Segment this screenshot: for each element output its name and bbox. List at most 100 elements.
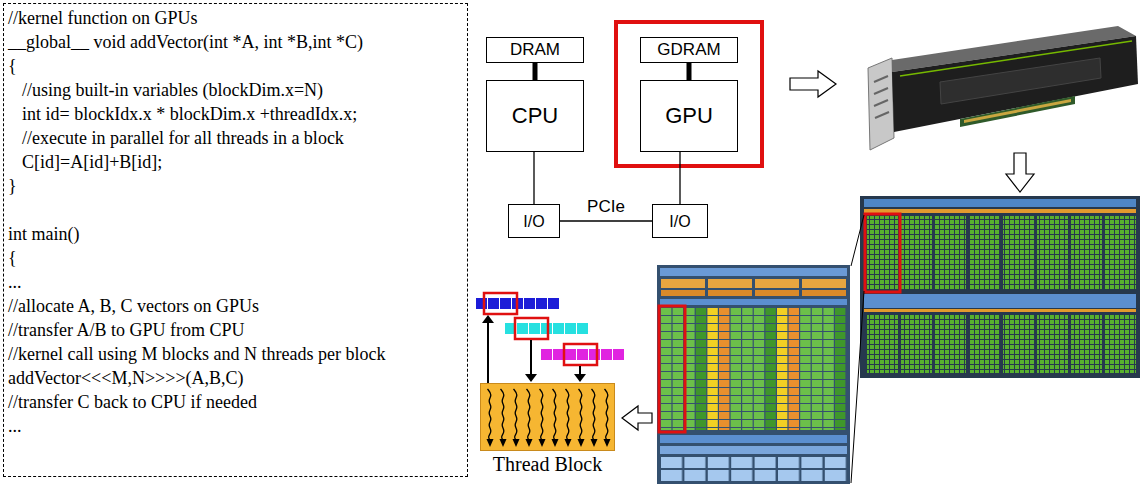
memory-box: DRAM: [486, 37, 584, 63]
data-arrow: [530, 340, 532, 375]
sm-tile: [1037, 216, 1068, 290]
thread-arrow: [527, 389, 530, 440]
dispatch-block: [708, 290, 752, 296]
hollow-arrow: [622, 406, 652, 430]
thread-arrow: [514, 389, 517, 440]
arrow-head: [578, 439, 585, 447]
core-column: [777, 308, 787, 430]
box-label: I/O: [523, 212, 544, 231]
sm-tile: [1105, 315, 1136, 373]
code-panel: //kernel function on GPUs__global__ void…: [3, 3, 468, 477]
arrow-head: [500, 439, 507, 447]
thread-arrow: [488, 389, 491, 440]
code-line: //using built-in variables (blockDim.x=N…: [8, 78, 463, 102]
sm-tile: [969, 315, 1000, 373]
hollow-arrow: [790, 71, 836, 97]
thread-arrow: [579, 389, 582, 440]
die-band: [864, 199, 1136, 207]
io-box: I/O: [652, 204, 708, 238]
arrow-head: [552, 439, 559, 447]
thread-arrow: [501, 389, 504, 440]
scheduler-block: [802, 279, 846, 288]
scheduler-block: [661, 279, 705, 288]
register-band: [660, 299, 847, 305]
core-column: [661, 308, 671, 430]
box-label: GPU: [665, 103, 713, 129]
sm-band: [660, 268, 847, 276]
zoom-line: [851, 291, 864, 483]
bracket-vent: [874, 100, 888, 106]
shared-memory-band: [660, 446, 847, 454]
core-column: [835, 308, 845, 430]
box-label: I/O: [669, 212, 690, 231]
sm-tile: [969, 216, 1000, 290]
card-pcb: [960, 96, 1075, 127]
scheduler-block: [708, 279, 752, 288]
arrow-head: [604, 439, 611, 447]
arrow-head: [565, 439, 572, 447]
highlight-frame: [484, 293, 517, 314]
interconnect-band: [660, 435, 847, 443]
tex-row: [661, 457, 847, 481]
core-column: [742, 308, 752, 430]
arrow-head: [525, 374, 537, 382]
highlight-frame: [515, 318, 548, 339]
bracket-vent: [875, 112, 889, 118]
memory-box: GDRAM: [640, 37, 738, 63]
sm-tile: [867, 315, 898, 373]
dispatch-block: [755, 290, 799, 296]
sm-tile: [1003, 216, 1034, 290]
code-line: __global__ void addVector(int *A, int *B…: [8, 30, 463, 54]
code-line: addVector<<<M,N>>>>(A,B,C): [8, 366, 463, 390]
arrow-head: [539, 439, 546, 447]
core-column: [731, 308, 741, 430]
core-column: [696, 308, 706, 430]
die-band: [864, 309, 1136, 312]
card-plate: [940, 58, 1101, 104]
box-label: GDRAM: [657, 40, 720, 60]
arrow-head: [591, 439, 598, 447]
sm-tile: [1037, 315, 1068, 373]
highlight-frame: [865, 214, 900, 292]
core-column: [789, 308, 799, 430]
arrow-head: [574, 374, 586, 382]
highlight-frame: [659, 306, 685, 432]
thread-arrow: [553, 389, 556, 440]
die-band: [864, 209, 1136, 213]
arrow-head: [487, 439, 494, 447]
connector-label: PCIe: [585, 197, 627, 217]
thread-arrow: [566, 389, 569, 440]
code-line: ...: [8, 270, 463, 294]
box-label: CPU: [512, 103, 558, 129]
sm-tile: [1071, 315, 1102, 373]
highlight-frame: [616, 22, 762, 166]
code-line: //transfer C back to CPU if needed: [8, 390, 463, 414]
connector-line: [687, 63, 692, 81]
core-column: [707, 308, 717, 430]
processor-box: GPU: [640, 80, 738, 152]
arrow-head: [482, 315, 494, 323]
data-arrow: [579, 366, 581, 375]
processor-box: CPU: [486, 80, 584, 152]
sm-tile: [1071, 216, 1102, 290]
sm-tile: [1105, 216, 1136, 290]
sm-tile: [935, 315, 966, 373]
arrow-head: [513, 439, 520, 447]
sm-tile: [901, 315, 932, 373]
code-line: }: [8, 174, 463, 198]
zoom-line: [851, 215, 864, 266]
code-line: int id= blockIdx.x * blockDim.x +threadI…: [8, 102, 463, 126]
sm-tile: [935, 216, 966, 290]
sm-detail: [657, 265, 850, 484]
connector-line: [560, 220, 652, 221]
data-arrow: [487, 322, 489, 383]
code-line: //execute in parallel for all threads in…: [8, 126, 463, 150]
gold-fingers: [964, 99, 1071, 123]
sm-tile: [867, 216, 898, 290]
l2-band: [864, 294, 1136, 308]
core-column: [673, 308, 683, 430]
thread-arrow: [540, 389, 543, 440]
dispatch-block: [802, 290, 846, 296]
